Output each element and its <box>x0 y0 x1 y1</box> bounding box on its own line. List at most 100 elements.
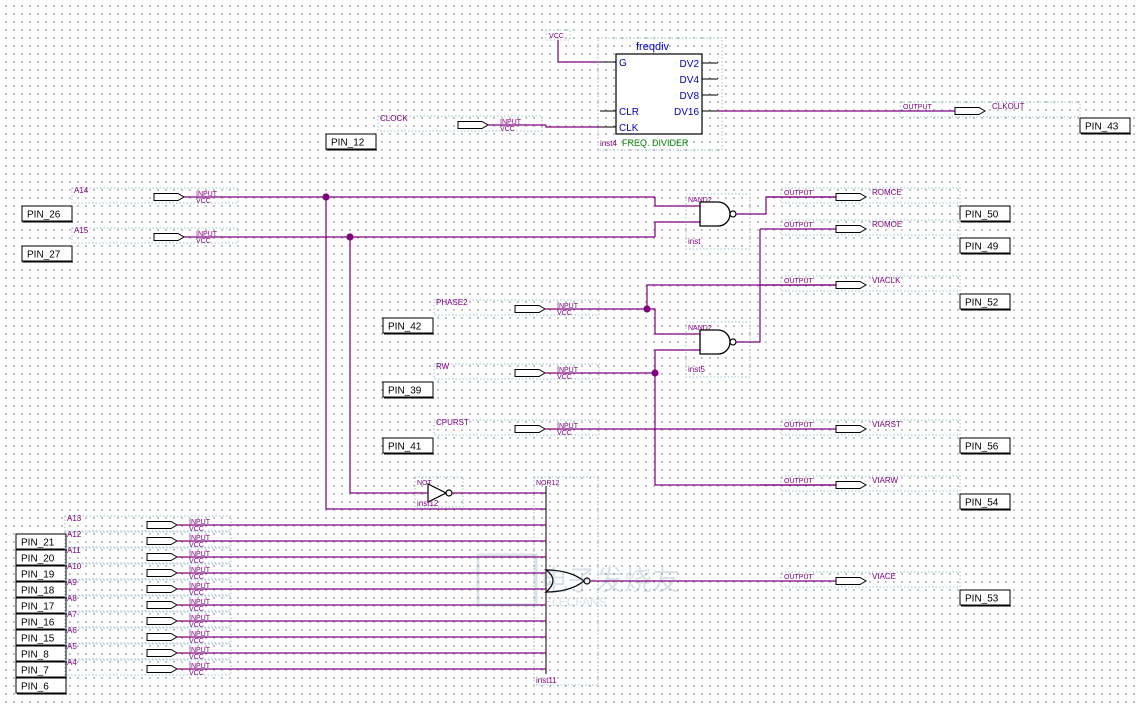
watermark-subtext: ELECFANS <box>544 595 607 609</box>
a15-nand-wire <box>654 221 700 237</box>
input-vcc-label: VCC <box>189 638 204 645</box>
pin-label: PIN_49 <box>965 242 999 253</box>
output-pin-frame <box>780 219 961 236</box>
gate-type-label: NOT <box>417 480 433 487</box>
output-pin-arrow <box>835 577 867 585</box>
input-type-label: INPUT <box>189 631 211 638</box>
pin-label: PIN_42 <box>388 322 422 333</box>
pin-assignment-box <box>959 437 1011 454</box>
input-type-label: INPUT <box>189 615 211 622</box>
clock-wire <box>545 125 600 128</box>
input-name: A4 <box>67 658 77 667</box>
input-type-label: INPUT <box>557 423 579 430</box>
pin-assignment-box <box>15 661 67 678</box>
input-vcc-label: VCC <box>189 654 204 661</box>
output-pin-arrow <box>835 481 867 489</box>
pin-assignment-box <box>15 645 67 662</box>
pin-label: PIN_17 <box>21 602 55 613</box>
vcc-label: VCC <box>549 33 564 40</box>
freqdiv-pin-dv4: DV4 <box>680 75 700 86</box>
pin-label: PIN_56 <box>965 442 999 453</box>
input-vcc-label: VCC <box>189 606 204 613</box>
input-type-label: INPUT <box>557 303 579 310</box>
input-pin-arrow <box>514 305 546 313</box>
input-pin-arrow <box>146 537 178 545</box>
freqdiv-block[interactable] <box>615 53 703 135</box>
inverter-bubble <box>729 210 737 218</box>
watermark-text: 电子发烧友 <box>540 565 680 596</box>
freqdiv-pin-dv8: DV8 <box>680 91 700 102</box>
pin-label: PIN_52 <box>965 298 999 309</box>
output-type-label: OUTPUT <box>903 104 933 111</box>
gate-instance-label: inst11 <box>536 676 557 685</box>
pin-label: PIN_21 <box>21 538 55 549</box>
freqdiv-frame <box>597 37 723 151</box>
input-type-label: INPUT <box>189 583 211 590</box>
input-type-label: INPUT <box>189 599 211 606</box>
input-pin-frame <box>64 547 232 564</box>
input-pin-frame <box>71 227 239 244</box>
input-vcc-label: VCC <box>196 238 211 245</box>
input-pin-arrow <box>153 233 185 241</box>
input-pin-frame <box>64 627 232 644</box>
input-name: A12 <box>67 530 82 539</box>
romce-wire <box>736 196 836 215</box>
pin-assignment-box <box>1079 117 1131 134</box>
input-vcc-label: VCC <box>189 558 204 565</box>
output-name: ROMCE <box>872 188 902 197</box>
input-type-label: INPUT <box>196 231 218 238</box>
inverter-bubble <box>445 489 453 497</box>
input-name: A13 <box>67 514 82 523</box>
pin-assignment-box <box>21 205 73 222</box>
input-pin-arrow <box>153 193 185 201</box>
pin-label: PIN_53 <box>965 594 999 605</box>
nand-gate-frame <box>685 193 751 250</box>
watermark-logo <box>476 553 538 607</box>
input-name: A5 <box>67 642 77 651</box>
pin-label: PIN_6 <box>21 682 49 693</box>
pin-label: PIN_26 <box>27 210 61 221</box>
input-vcc-label: VCC <box>557 430 572 437</box>
output-pin-arrow <box>835 281 867 289</box>
freqdiv-pin-clk: CLK <box>619 123 639 134</box>
input-pin-arrow <box>514 369 546 377</box>
a14-nor-wire <box>325 197 546 510</box>
gate-type-label: NAND2 <box>688 197 712 204</box>
output-pin-arrow <box>835 225 867 233</box>
input-pin-frame <box>433 363 600 380</box>
pin-assignment-box <box>15 629 67 646</box>
pin-assignment-box <box>15 677 67 694</box>
output-pin-frame <box>780 419 961 436</box>
output-name: ROMOE <box>872 220 902 229</box>
output-type-label: OUTPUT <box>784 222 814 229</box>
freqdiv-pin-dv2: DV2 <box>680 59 700 70</box>
input-type-label: INPUT <box>189 519 211 526</box>
input-type-label: INPUT <box>189 567 211 574</box>
pin-assignment-box <box>15 613 67 630</box>
input-pin-frame <box>64 659 232 676</box>
input-name: RW <box>436 362 450 371</box>
pin-label: PIN_54 <box>965 498 999 509</box>
input-type-label: INPUT <box>189 663 211 670</box>
input-vcc-label: VCC <box>500 126 515 133</box>
gate-type-label: NAND2 <box>688 325 712 332</box>
input-name: A7 <box>67 610 77 619</box>
input-name: A6 <box>67 626 77 635</box>
pin-label: PIN_18 <box>21 586 55 597</box>
input-pin-frame <box>64 563 232 580</box>
input-name: CPURST <box>436 418 469 427</box>
input-pin-frame <box>433 419 600 436</box>
input-type-label: INPUT <box>189 647 211 654</box>
input-vcc-label: VCC <box>189 622 204 629</box>
output-type-label: OUTPUT <box>784 190 814 197</box>
pin-label: PIN_19 <box>21 570 55 581</box>
a14-nand-wire <box>654 197 700 207</box>
nand-gate-body <box>699 201 731 227</box>
pin-label: PIN_50 <box>965 210 999 221</box>
pin-assignment-box <box>325 133 377 150</box>
input-pin-frame <box>433 299 600 316</box>
input-pin-arrow <box>457 121 489 129</box>
input-name: A8 <box>67 594 77 603</box>
